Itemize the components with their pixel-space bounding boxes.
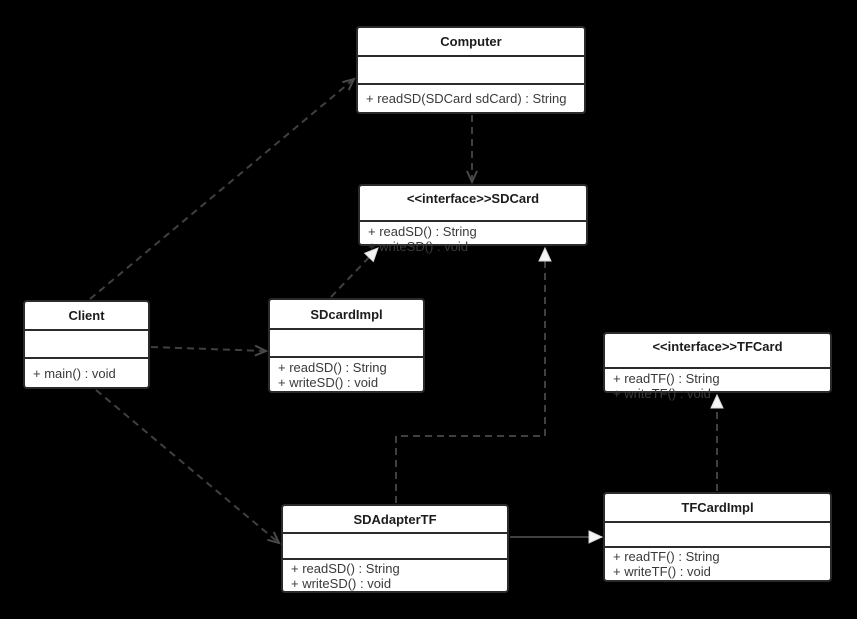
method-entry: + writeTF() : void [613,564,711,579]
class-client[interactable]: Client + main() : void [23,300,150,389]
class-tfcardimpl[interactable]: TFCardImpl + readTF() : String + writeTF… [603,492,832,582]
method-entry: + writeSD() : void [291,575,392,591]
method-entry: + writeSD() : void [368,239,469,254]
method-entry: + writeTF() : void [613,386,711,401]
class-sdadaptertf-title: SDAdapterTF [353,511,437,527]
class-tfcardimpl-title: TFCardImpl [681,500,754,515]
class-sdadaptertf-attributes [283,532,507,558]
class-sdcardimpl-title: SDcardImpl [310,306,383,322]
class-computer-methods: + readSD(SDCard sdCard) : String [358,83,584,112]
class-sdcard-title: <<interface>>SDCard [406,191,540,206]
method-entry: + main() : void [33,365,116,381]
class-client-attributes [25,329,148,357]
class-tfcardimpl-methods: + readTF() : String + writeTF() : void [605,546,830,580]
class-client-methods: + main() : void [25,357,148,387]
class-sdcardimpl-methods: + readSD() : String + writeSD() : void [270,356,423,391]
method-entry: + writeSD() : void [278,374,379,390]
class-computer-attributes [358,55,584,83]
method-entry: + readSD() : String [368,224,477,239]
class-sdcard-methods: + readSD() : String + writeSD() : void [360,220,586,256]
method-entry: + readTF() : String [613,549,720,564]
class-client-title: Client [68,308,105,323]
class-sdcardimpl-attributes [270,328,423,356]
dependency-client-sdcardimpl [150,344,269,357]
class-computer[interactable]: Computer + readSD(SDCard sdCard) : Strin… [356,26,586,114]
class-sdcard-interface[interactable]: <<interface>>SDCard + readSD() : String … [358,184,588,254]
class-sdadaptertf-methods: + readSD() : String + writeSD() : void [283,558,507,591]
class-tfcard-methods: + readTF() : String + writeTF() : void [605,367,830,403]
dependency-client-computer [89,77,356,300]
method-entry: + readSD() : String [278,359,387,375]
class-computer-title: Computer [440,34,502,49]
method-entry: + readSD(SDCard sdCard) : String [366,91,567,106]
method-entry: + readTF() : String [613,371,720,386]
class-sdcardimpl[interactable]: SDcardImpl + readSD() : String + writeSD… [268,298,425,393]
dependency-client-sdadaptertf [95,389,281,545]
class-tfcard-interface[interactable]: <<interface>>TFCard + readTF() : String … [603,332,832,401]
class-sdadaptertf[interactable]: SDAdapterTF + readSD() : String + writeS… [281,504,509,593]
class-tfcardimpl-attributes [605,521,830,546]
class-tfcard-title: <<interface>>TFCard [652,339,783,354]
method-entry: + readSD() : String [291,560,400,576]
